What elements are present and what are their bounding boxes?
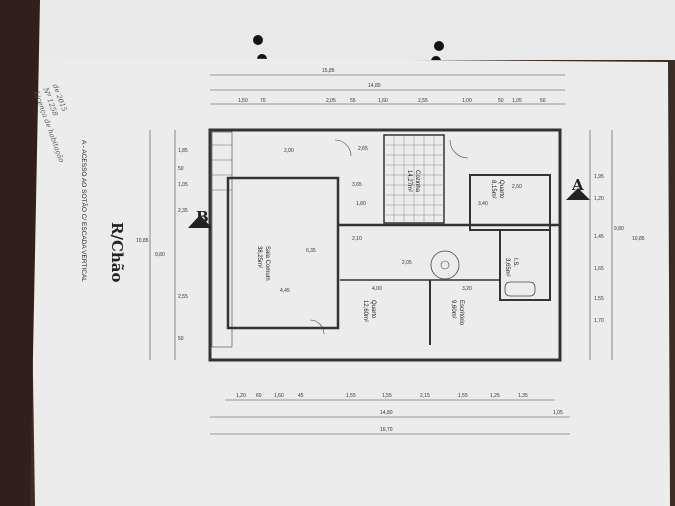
dim-label: 1,70 <box>594 318 604 324</box>
dim-label: 1,20 <box>236 393 246 399</box>
dim-label: 1,55 <box>382 393 392 399</box>
back-page <box>0 0 675 60</box>
room-name: Quarto <box>498 180 504 199</box>
dim-label: 10,85 <box>136 238 149 244</box>
dims-top: 15,85 14,80 1,50 70 2,05 55 1,60 2,55 1,… <box>238 68 546 104</box>
room-name: Escritório <box>458 300 464 326</box>
dim-label: 2,60 <box>512 184 522 190</box>
dim-label: 1,60 <box>378 98 388 104</box>
dim-label: 2,00 <box>284 148 294 154</box>
dim-label: 9,80 <box>155 252 165 258</box>
dims-left: 1,85 50 1,05 2,35 10,85 9,80 2,55 50 <box>136 148 188 342</box>
kitchen-tiles <box>383 134 445 224</box>
room-labels: Sala Comum 38,25m² Cozinha 14,27m² Quart… <box>256 170 518 326</box>
dim-label: 9,80 <box>614 226 624 232</box>
dim-label: 1,05 <box>178 182 188 188</box>
room-name: Sala Comum <box>264 246 270 281</box>
punch-hole <box>253 35 263 45</box>
dim-label: 2,35 <box>178 208 188 214</box>
dims-interior: 2,00 2,65 3,65 1,80 2,10 2,05 6,35 4,45 … <box>280 146 522 294</box>
room-area: 12,60m² <box>362 300 368 322</box>
dim-label: 2,05 <box>326 98 336 104</box>
dim-label: 2,55 <box>178 294 188 300</box>
dim-label: 1,55 <box>458 393 468 399</box>
dim-label: 50 <box>540 98 546 104</box>
dim-label: 50 <box>498 98 504 104</box>
dim-label: 2,05 <box>402 260 412 266</box>
dim-label: 4,45 <box>280 288 290 294</box>
room-name: Quarto <box>370 300 376 319</box>
dim-label: 1,65 <box>594 266 604 272</box>
dims-right: 1,95 1,20 1,45 1,65 9,80 10,85 1,55 1,70 <box>594 174 645 324</box>
section-marker: B <box>196 208 209 226</box>
dim-label: 14,80 <box>368 83 381 89</box>
dim-label: 1,35 <box>518 393 528 399</box>
dim-label: 1,95 <box>594 174 604 180</box>
dim-label: 6,35 <box>306 248 316 254</box>
dim-label: 2,15 <box>420 393 430 399</box>
dim-label: 50 <box>178 166 184 172</box>
dim-label: 2,65 <box>358 146 368 152</box>
room-area: 9,60m² <box>450 300 456 319</box>
floor-plan <box>149 74 613 435</box>
dim-label: 1,60 <box>274 393 284 399</box>
room-name: I.S. <box>512 258 518 267</box>
dims-bottom: 1,20 60 1,60 45 1,55 1,55 2,15 1,55 1,25… <box>236 393 563 433</box>
drawing-note: A - ACESSO AO SOTÃO C/ ESCADA VERTICAL <box>80 140 89 282</box>
dim-label: 1,45 <box>594 234 604 240</box>
dim-label: 14,80 <box>380 410 393 416</box>
dim-label: 3,40 <box>478 201 488 207</box>
dim-label: 1,05 <box>553 410 563 416</box>
dim-label: 2,55 <box>418 98 428 104</box>
dim-label: 2,10 <box>352 236 362 242</box>
room-area: 3,65m² <box>504 258 510 277</box>
dim-label: 1,20 <box>594 196 604 202</box>
punch-hole <box>434 41 444 51</box>
dim-label: 16,70 <box>380 427 393 433</box>
dim-label: 1,85 <box>178 148 188 154</box>
dim-label: 15,85 <box>322 68 335 74</box>
dim-label: 3,20 <box>462 286 472 292</box>
dim-label: 1,80 <box>356 201 366 207</box>
room-area: 14,27m² <box>406 170 412 192</box>
dim-label: 60 <box>256 393 262 399</box>
binder-edge <box>0 0 40 506</box>
dim-label: 4,00 <box>372 286 382 292</box>
dim-label: 1,55 <box>346 393 356 399</box>
section-marker: A <box>571 176 584 194</box>
paper-sheet <box>28 57 670 506</box>
dim-label: 50 <box>178 336 184 342</box>
dim-label: 1,50 <box>238 98 248 104</box>
dim-label: 1,55 <box>594 296 604 302</box>
dim-label: 45 <box>298 393 304 399</box>
room-area: 38,25m² <box>256 246 262 268</box>
dim-label: 55 <box>350 98 356 104</box>
dim-label: 1,05 <box>512 98 522 104</box>
dim-label: 10,85 <box>632 236 645 242</box>
drawing-title: R/Chão <box>108 222 126 283</box>
dim-label: 1,25 <box>490 393 500 399</box>
room-area: 8,15m² <box>490 180 496 199</box>
dim-label: 3,65 <box>352 182 362 188</box>
room-name: Cozinha <box>414 170 420 193</box>
dim-label: 1,00 <box>462 98 472 104</box>
dim-label: 70 <box>260 98 266 104</box>
